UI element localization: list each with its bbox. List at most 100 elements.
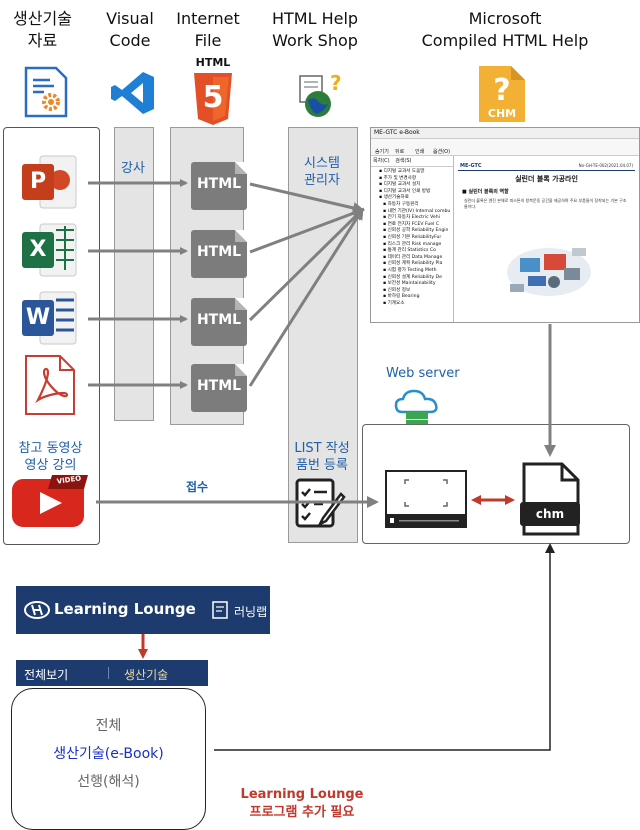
excel-letter: X — [29, 237, 47, 262]
html-doc-label-2: HTML — [196, 244, 242, 260]
ebook-tree-item[interactable]: ▪ 신뢰성 기본 ReliabilityFur — [383, 234, 442, 240]
ebook-tree-item[interactable]: ▪ 전기 자동차 Electric Vehi — [383, 215, 440, 221]
ebook-tree-item[interactable]: ▪ 생산기술자료 — [379, 195, 409, 201]
html5-number: 5 — [202, 80, 224, 115]
ebook-tree-item[interactable]: ▪ 디지털 교과서 인쇄 방법 — [379, 188, 431, 194]
learning-lounge-banner[interactable]: Learning Lounge 러닝랩 — [16, 586, 270, 634]
ebook-options-button[interactable]: 옵션(O) — [433, 149, 451, 155]
sysadmin-label: 시스템 관리자 — [288, 155, 356, 189]
learning-lounge-brand: Learning Lounge — [54, 600, 196, 618]
html-doc-icon-4: HTML — [191, 364, 247, 412]
video-player-icon — [385, 470, 467, 528]
html-doc-icon-3: HTML — [191, 298, 247, 346]
ebook-tree-item[interactable]: ▪ 통계 관리 Statistics Co — [383, 248, 436, 254]
ref-video-line1: 참고 동영상 — [18, 441, 83, 456]
video-icon: VIDEO — [12, 474, 88, 527]
header-html-line2: File — [194, 31, 222, 50]
html-doc-label-4: HTML — [196, 378, 242, 394]
ebook-tree-item[interactable]: ▪ 신뢰성 계획 Reliability Pla — [383, 261, 443, 267]
html-doc-icon-1: HTML — [191, 162, 247, 210]
list-reg-line1: LIST 작성 — [294, 441, 350, 456]
document-gear-icon — [24, 66, 68, 118]
chm-file-icon: ? CHM — [477, 64, 527, 124]
menu-view-all[interactable]: 전체보기 — [24, 668, 69, 682]
html5-badge-text: HTML — [195, 56, 231, 69]
ebook-tree-item[interactable]: ▪ 내연 기관(IV) Internal combu — [383, 208, 451, 214]
menu-production-tech[interactable]: 생산기술 — [124, 668, 169, 682]
ref-video-label: 참고 동영상 영상 강의 — [3, 440, 98, 474]
header-workshop-line1: HTML Help — [271, 9, 359, 28]
pdf-icon — [22, 354, 80, 416]
svg-text:?: ? — [493, 73, 510, 108]
checklist-icon — [293, 478, 347, 530]
header-workshop: HTML Help Work Shop — [262, 8, 368, 52]
ebook-tree-item[interactable]: ▪ 시험 평가 Testing Meth — [383, 267, 437, 273]
chm-output-icon: chm — [518, 462, 582, 536]
ebook-tabs: 목차(C) 검색(S) — [371, 156, 453, 167]
ebook-doc-number: No-GH-TE-002(2021.04.07) — [578, 163, 633, 168]
header-html-line1: Internet — [176, 9, 240, 28]
vscode-column — [114, 127, 154, 421]
hyundai-logo-icon — [24, 601, 50, 619]
ebook-print-button[interactable]: 인쇄 — [415, 149, 425, 155]
arrow-category-to-chm — [214, 543, 555, 751]
ebook-toolbar: 숨기기 뒤로 인쇄 옵션(O) — [371, 139, 639, 156]
header-chm-line1: Microsoft — [468, 9, 542, 28]
header-vscode-line1: Visual — [106, 9, 154, 28]
ebook-tree-item[interactable]: ▪ 추가 및 변경사항 — [379, 175, 417, 181]
chm-icon-label: CHM — [487, 107, 517, 120]
list-reg-line2: 품번 등록 — [296, 458, 348, 473]
ebook-hide-button[interactable]: 숨기기 — [375, 149, 389, 155]
ebook-tree-item[interactable]: ▪ 기계요소 — [383, 300, 405, 306]
learning-lounge-category-box: 전체 생산기술(e-Book) 선행(해석) — [11, 688, 206, 830]
header-chm-line2: Compiled HTML Help — [421, 31, 589, 50]
learning-lab-link[interactable]: 러닝랩 — [234, 605, 268, 619]
note-line2: 프로그램 추가 필요 — [249, 805, 355, 820]
ebook-tab-search[interactable]: 검색(S) — [395, 158, 412, 164]
vscode-icon — [110, 70, 156, 116]
header-docs-line2: 자료 — [27, 31, 58, 50]
header-chm: Microsoft Compiled HTML Help — [400, 8, 610, 52]
svg-text:?: ? — [330, 71, 342, 95]
sysadmin-line2: 관리자 — [304, 173, 340, 188]
ebook-tree-item[interactable]: ▪ 디지털 교과서 도움말 — [379, 169, 425, 174]
ebook-back-button[interactable]: 뒤로 — [395, 149, 405, 155]
ebook-tree-item[interactable]: ▪ 신뢰성 정보 — [383, 287, 411, 293]
category-all[interactable]: 전체 — [95, 718, 122, 734]
web-server-label: Web server — [386, 366, 460, 381]
ebook-tree-item[interactable]: ▪ 데이터 관리 Data Manage — [383, 254, 443, 260]
ebook-tab-contents[interactable]: 목차(C) — [373, 158, 390, 164]
category-advanced-analysis[interactable]: 선행(해석) — [77, 774, 140, 790]
header-vscode-line2: Code — [109, 31, 151, 50]
excel-icon: X — [20, 220, 78, 282]
ebook-tree-item[interactable]: ▪ 바하링 Bearing — [383, 294, 420, 300]
ebook-doc-title: 실린더 블록 가공라인 — [515, 175, 578, 183]
word-icon: W — [20, 288, 78, 350]
header-workshop-line2: Work Shop — [272, 31, 358, 50]
header-html-file: Internet File — [168, 8, 248, 52]
html5-icon: HTML 5 — [192, 56, 234, 128]
ebook-tree-item[interactable]: ▪ 디지털 교과서 설치 — [379, 182, 421, 188]
html-doc-label-3: HTML — [196, 312, 242, 328]
category-production-ebook[interactable]: 생산기술(e-Book) — [53, 746, 164, 762]
lecture-label: 강사 — [121, 161, 145, 176]
ebook-tree: ▪ 디지털 교과서 도움말▪ 추가 및 변경사항▪ 디지털 교과서 설치▪ 디지… — [371, 167, 453, 307]
ebook-tree-item[interactable]: ▪ 연료 전지차 FCEV Fuel C — [383, 221, 440, 227]
receive-label: 접수 — [186, 480, 209, 494]
ebook-tree-item[interactable]: ▪ 리스크 관리 Risk manage — [383, 241, 442, 247]
ebook-section-heading: ■ 실린더 블록의 역할 — [462, 189, 509, 195]
ebook-logo: ME-GTC — [460, 163, 482, 169]
ebook-paragraph: 실린더 블록은 엔진 본체로 피스톤의 왕복운동 공간을 제공하며 주요 부품들… — [464, 198, 627, 209]
ebook-viewer-screenshot: ME-GTC e-Book 숨기기 뒤로 인쇄 옵션(O) 목차(C) 검색(S… — [370, 127, 640, 323]
ebook-content: ME-GTC No-GH-TE-002(2021.04.07) 실린더 블록 가… — [454, 156, 639, 322]
ebook-tree-item[interactable]: ▪ 신뢰성 공학 Reliability Engin — [383, 228, 449, 234]
ebook-tree-item[interactable]: ▪ 보전성 Maintainability — [383, 281, 436, 287]
ebook-tree-item[interactable]: ▪ 신뢰성 설계 Reliability De — [383, 274, 442, 280]
ref-video-line2: 영상 강의 — [24, 458, 77, 473]
help-workshop-globe-icon: ? — [296, 70, 344, 120]
sysadmin-line1: 시스템 — [304, 156, 340, 171]
ebook-tree-item[interactable]: ▪ 자동차 구동원리 — [383, 201, 419, 207]
header-vscode: Visual Code — [95, 8, 165, 52]
html-doc-icon-2: HTML — [191, 230, 247, 278]
ebook-title-bar: ME-GTC e-Book — [371, 128, 639, 139]
